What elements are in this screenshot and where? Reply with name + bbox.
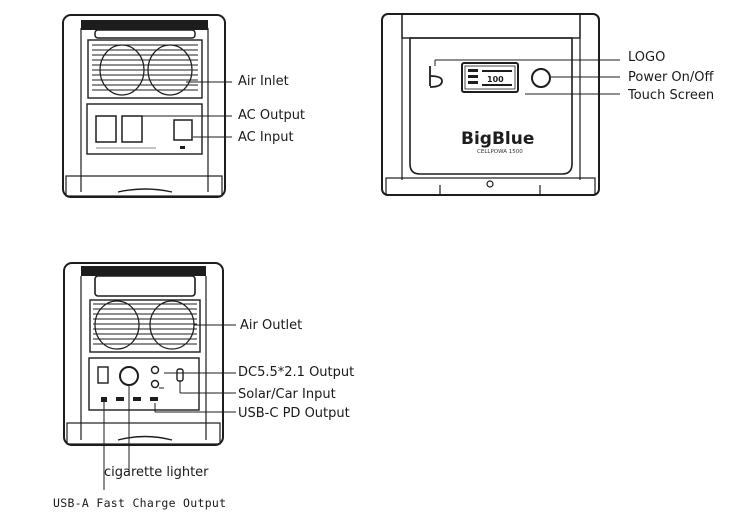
front-view-leaders	[434, 59, 620, 95]
label-dc-output: DC5.5*2.1 Output	[238, 365, 355, 380]
brand-name: BigBlue	[461, 129, 534, 149]
label-air-outlet: Air Outlet	[240, 318, 303, 333]
label-cigarette-lighter: cigarette lighter	[104, 465, 209, 480]
screen-reading: 100	[487, 75, 504, 84]
back-view-leaders	[141, 81, 232, 138]
label-usba-output: USB-A Fast Charge Output	[53, 496, 227, 510]
label-solar-car-input: Solar/Car Input	[238, 387, 336, 402]
side-grille-lines	[93, 303, 197, 345]
side-view-leaders	[103, 324, 236, 490]
front-view-unit: 100 BigBlue CELLPOWA 1500	[381, 13, 600, 196]
label-usbc-output: USB-C PD Output	[238, 406, 350, 421]
label-air-inlet: Air Inlet	[238, 74, 289, 89]
label-logo: LOGO	[628, 50, 666, 65]
label-ac-input: AC Input	[238, 130, 294, 145]
back-view-unit	[62, 14, 226, 198]
label-touch-screen: Touch Screen	[628, 88, 715, 103]
side-view-unit	[63, 262, 224, 446]
model-name: CELLPOWA 1500	[477, 149, 523, 155]
logo-icon	[429, 66, 443, 88]
back-grille-lines	[92, 44, 198, 91]
power-button-icon	[531, 68, 551, 88]
label-ac-output: AC Output	[238, 108, 306, 123]
label-power-on-off: Power On/Off	[628, 70, 714, 85]
